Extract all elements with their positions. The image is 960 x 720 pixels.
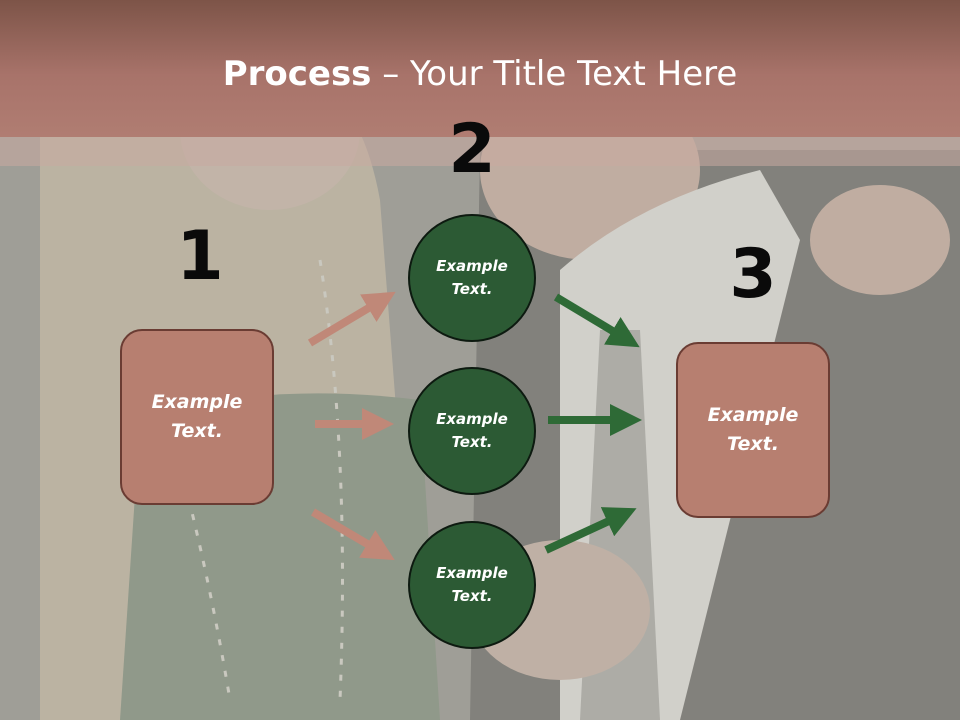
title-rest: – Your Title Text Here <box>371 54 738 94</box>
title-bar-band <box>0 137 960 166</box>
circle-top-line1: Example <box>436 257 508 275</box>
circle-top-line2: Text. <box>451 280 493 298</box>
circle-bottom-line2: Text. <box>451 587 493 605</box>
step-number-2: 2 <box>448 110 496 189</box>
right-box-line1: Example <box>707 404 799 426</box>
left-text-box[interactable]: Example Text. <box>120 329 274 505</box>
arrow-right-down <box>553 293 640 348</box>
circle-bottom[interactable]: Example Text. <box>408 521 536 649</box>
circle-middle[interactable]: Example Text. <box>408 367 536 495</box>
slide-title[interactable]: Process – Your Title Text Here <box>0 50 960 98</box>
circle-middle-line2: Text. <box>451 433 493 451</box>
arrow-left-down <box>310 508 395 561</box>
title-bar <box>0 0 960 137</box>
circle-top[interactable]: Example Text. <box>408 214 536 342</box>
circle-bottom-line1: Example <box>436 564 508 582</box>
arrow-right-up <box>544 507 637 554</box>
left-box-line2: Text. <box>171 420 223 442</box>
right-text-box[interactable]: Example Text. <box>676 342 830 518</box>
circle-middle-line1: Example <box>436 410 508 428</box>
step-number-3: 3 <box>729 235 777 314</box>
step-number-1: 1 <box>176 217 224 296</box>
left-box-line1: Example <box>151 391 243 413</box>
title-bold: Process <box>222 54 372 94</box>
arrow-left-up <box>307 291 396 347</box>
right-box-line2: Text. <box>727 433 779 455</box>
